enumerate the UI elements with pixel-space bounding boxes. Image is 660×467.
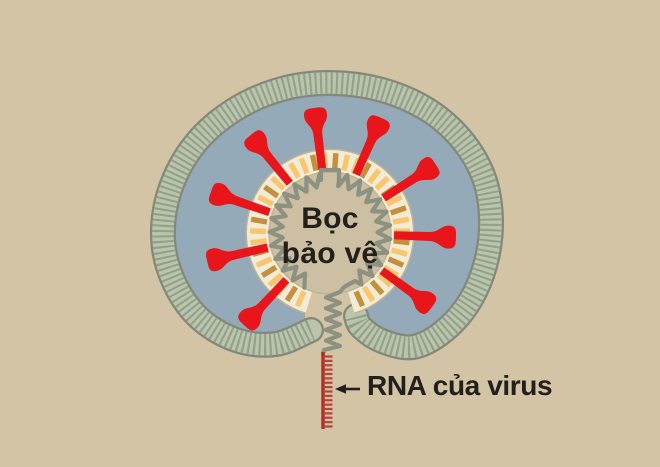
vesicle-membrane (149, 69, 505, 361)
capsid-segment (387, 256, 405, 268)
capsid-segment (393, 238, 410, 246)
spike-protein (379, 267, 437, 314)
capsid-segment (298, 157, 310, 175)
capsid-segment (257, 194, 275, 207)
spike-protein (238, 277, 290, 331)
spike-protein (244, 130, 293, 186)
core-label: Bọc bảo vệ (234, 201, 426, 271)
capsid-segment (260, 264, 278, 278)
capsid-segment (374, 175, 390, 191)
capsid-segment (284, 285, 298, 302)
core-label-line1: Bọc (301, 202, 359, 235)
rna-label: RNA của virus (367, 370, 553, 401)
capsid-segment (392, 216, 410, 225)
capsid-segment (288, 162, 301, 179)
capsid-segment (362, 285, 376, 302)
capsid-segment (369, 279, 385, 296)
spike-proteins (206, 107, 457, 331)
capsid-segment (250, 216, 268, 225)
membrane-stripes (152, 72, 502, 359)
rna-strand (321, 352, 333, 429)
capsid-segment (376, 272, 393, 288)
rna-coil-path (267, 167, 393, 357)
arrow-head (335, 384, 346, 394)
capsid-segment (367, 168, 382, 185)
rna-coil (267, 167, 393, 357)
spike-protein (208, 182, 271, 216)
core-label-line2: bảo vệ (281, 237, 379, 270)
capsid-segment (389, 205, 407, 216)
spike-protein (304, 107, 327, 170)
spike-protein (352, 115, 390, 177)
capsid-segment (263, 184, 280, 199)
spike-protein (381, 157, 440, 202)
pointer-arrow (335, 384, 360, 394)
capsid-segment (341, 154, 351, 172)
capsid-segment (385, 194, 403, 207)
capsid-segment (353, 290, 366, 308)
spike-protein (206, 243, 269, 272)
capsid-segment (332, 153, 339, 170)
capsid-segment (255, 256, 273, 268)
capsid-segment (359, 162, 372, 179)
spike-protein (393, 225, 457, 249)
capsid-segment (294, 290, 307, 308)
capsid-segment (250, 238, 267, 246)
capsid-segment (267, 272, 284, 288)
capsid-segment (382, 264, 400, 278)
capsid-segment (309, 154, 319, 172)
capsid-segment (390, 247, 408, 257)
capsid-segment (270, 175, 286, 191)
